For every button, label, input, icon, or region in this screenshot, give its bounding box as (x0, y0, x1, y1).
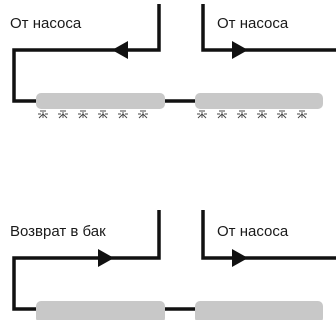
top-left-pipe (12, 4, 161, 103)
spray-nozzle-icon (277, 110, 287, 119)
bottom-left-pipe (12, 210, 161, 311)
top-right-emitter (195, 93, 323, 109)
spray-nozzle-icon (257, 110, 267, 119)
top-right-pipe (201, 4, 336, 52)
top-left-label: От насоса (10, 15, 82, 32)
bottom-left-flow-arrow (98, 249, 114, 267)
bottom-diagram: Возврат в бак От насоса (10, 210, 336, 320)
bottom-right-flow-arrow (232, 249, 248, 267)
top-spray-nozzles (38, 110, 307, 119)
bottom-left-label: Возврат в бак (10, 223, 106, 240)
spray-nozzle-icon (78, 110, 88, 119)
top-right-label: От насоса (217, 15, 289, 32)
spray-nozzle-icon (98, 110, 108, 119)
spray-nozzle-icon (197, 110, 207, 119)
spray-nozzle-icon (297, 110, 307, 119)
spray-nozzle-icon (138, 110, 148, 119)
bottom-right-label: От насоса (217, 223, 289, 240)
top-left-emitter (36, 93, 165, 109)
top-diagram: От насоса От насоса (10, 4, 336, 119)
top-left-flow-arrow (112, 41, 128, 59)
spray-nozzle-icon (118, 110, 128, 119)
spray-nozzle-icon (237, 110, 247, 119)
spray-nozzle-icon (58, 110, 68, 119)
spray-nozzle-icon (217, 110, 227, 119)
bottom-right-emitter (195, 301, 323, 320)
top-right-flow-arrow (232, 41, 248, 59)
spray-nozzle-icon (38, 110, 48, 119)
bottom-left-emitter (36, 301, 165, 320)
bottom-right-pipe (201, 210, 336, 260)
